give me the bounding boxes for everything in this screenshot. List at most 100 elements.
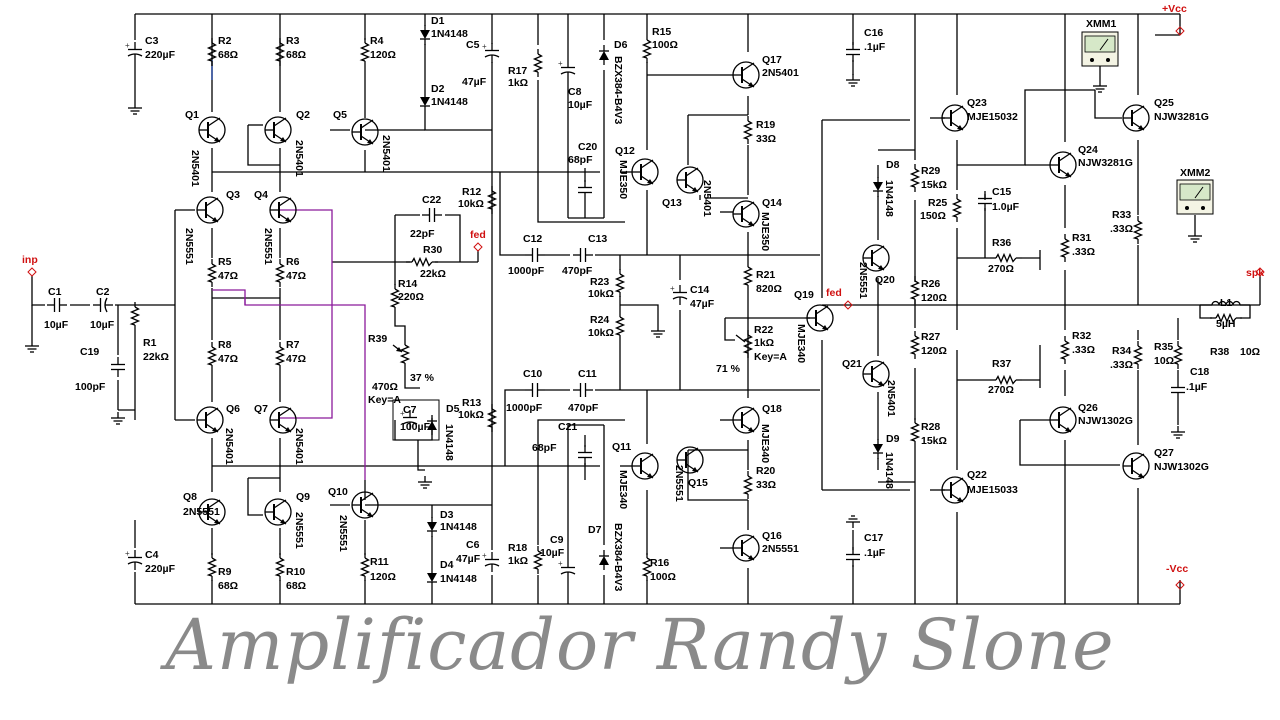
capacitor-C18[interactable] — [1170, 379, 1186, 401]
resistor-R1[interactable] — [130, 301, 140, 331]
capacitor-C16[interactable] — [845, 41, 861, 63]
resistor-R34[interactable] — [1133, 340, 1143, 370]
transistor-Q9[interactable] — [264, 498, 292, 526]
zener-D7[interactable] — [598, 549, 610, 571]
label-R29-value: 15kΩ — [921, 179, 947, 191]
transistor-Q6[interactable] — [196, 406, 224, 434]
resistor-R10[interactable] — [275, 552, 285, 582]
transistor-Q26[interactable] — [1049, 406, 1077, 434]
transistor-Q14[interactable] — [732, 200, 760, 228]
label-R17-name: R17 — [508, 65, 527, 77]
capacitor-C5[interactable] — [481, 41, 500, 64]
transistor-Q3[interactable] — [196, 196, 224, 224]
transistor-Q22[interactable] — [941, 476, 969, 504]
capacitor-C6[interactable] — [481, 550, 500, 573]
resistor-R2[interactable] — [207, 37, 217, 67]
transistor-Q25[interactable] — [1122, 104, 1150, 132]
diode-D9[interactable] — [872, 438, 884, 460]
transistor-Q23[interactable] — [941, 104, 969, 132]
resistor-R13[interactable] — [487, 403, 497, 433]
resistor-R28[interactable] — [910, 417, 920, 447]
capacitor-C2[interactable] — [92, 297, 114, 313]
potentiometer-R39[interactable] — [392, 339, 410, 369]
label-D2-part: 1N4148 — [431, 96, 468, 108]
resistor-R23[interactable] — [615, 268, 625, 298]
resistor-R5[interactable] — [207, 258, 217, 288]
capacitor-C13[interactable] — [572, 247, 594, 263]
resistor-R32[interactable] — [1060, 335, 1070, 365]
label-Q6-part: 2N5401 — [223, 428, 235, 465]
resistor-R7[interactable] — [275, 341, 285, 371]
resistor-R3[interactable] — [275, 37, 285, 67]
resistor-R4[interactable] — [360, 37, 370, 67]
resistor-R19[interactable] — [743, 115, 753, 145]
resistor-R26[interactable] — [910, 275, 920, 305]
transistor-Q27[interactable] — [1122, 452, 1150, 480]
capacitor-C1[interactable] — [46, 297, 68, 313]
capacitor-C3[interactable] — [124, 40, 143, 63]
capacitor-C20[interactable] — [577, 179, 593, 201]
transistor-Q13[interactable] — [676, 166, 704, 194]
transistor-Q7[interactable] — [269, 406, 297, 434]
diode-D3[interactable] — [426, 516, 438, 538]
potentiometer-R22[interactable] — [735, 329, 753, 359]
transistor-Q18[interactable] — [732, 406, 760, 434]
capacitor-C10[interactable] — [524, 382, 546, 398]
capacitor-C14[interactable] — [669, 283, 688, 306]
label-Q3-part: 2N5551 — [183, 228, 195, 265]
label-R33-value: .33Ω — [1110, 223, 1133, 235]
zener-D6[interactable] — [598, 44, 610, 66]
resistor-R17[interactable] — [533, 48, 543, 78]
resistor-R8[interactable] — [207, 341, 217, 371]
label-Q1-part: 2N5401 — [189, 150, 201, 187]
capacitor-C7[interactable] — [392, 399, 440, 441]
resistor-R15[interactable] — [642, 34, 652, 64]
diode-D2[interactable] — [419, 91, 431, 113]
capacitor-C12[interactable] — [524, 247, 546, 263]
capacitor-C19[interactable] — [110, 356, 126, 378]
resistor-R35[interactable] — [1173, 340, 1183, 370]
resistor-R21[interactable] — [743, 261, 753, 291]
resistor-R12[interactable] — [487, 185, 497, 215]
capacitor-C8[interactable] — [557, 58, 576, 81]
capacitor-C21[interactable] — [577, 444, 593, 466]
resistor-R29[interactable] — [910, 163, 920, 193]
transistor-Q2[interactable] — [264, 116, 292, 144]
transistor-Q24[interactable] — [1049, 151, 1077, 179]
inductor-L1[interactable] — [1200, 300, 1250, 306]
label-D6-part: BZX384-B4V3 — [612, 56, 624, 124]
label-R12-value: 10kΩ — [458, 198, 484, 210]
transistor-Q5[interactable] — [351, 118, 379, 146]
transistor-Q16[interactable] — [732, 534, 760, 562]
resistor-R11[interactable] — [360, 552, 370, 582]
resistor-R6[interactable] — [275, 258, 285, 288]
multimeter-XMM2[interactable] — [1176, 179, 1214, 215]
resistor-R36[interactable] — [989, 253, 1023, 263]
resistor-R9[interactable] — [207, 552, 217, 582]
resistor-R20[interactable] — [743, 470, 753, 500]
transistor-Q17[interactable] — [732, 61, 760, 89]
capacitor-C9[interactable] — [557, 558, 576, 581]
diode-D1[interactable] — [419, 24, 431, 46]
label-R1-name: R1 — [143, 337, 157, 349]
resistor-R27[interactable] — [910, 330, 920, 360]
resistor-R30[interactable] — [405, 257, 439, 267]
resistor-R24[interactable] — [615, 311, 625, 341]
resistor-R37[interactable] — [989, 375, 1023, 385]
multimeter-XMM1[interactable] — [1081, 31, 1119, 67]
resistor-R33[interactable] — [1133, 215, 1143, 245]
capacitor-C4[interactable] — [124, 548, 143, 571]
diode-D4[interactable] — [426, 567, 438, 589]
resistor-R31[interactable] — [1060, 233, 1070, 263]
transistor-Q12[interactable] — [631, 158, 659, 186]
transistor-Q11[interactable] — [631, 452, 659, 480]
transistor-Q1[interactable] — [198, 116, 226, 144]
capacitor-C17[interactable] — [845, 546, 861, 568]
transistor-Q19[interactable] — [806, 304, 834, 332]
capacitor-C22[interactable] — [421, 207, 443, 223]
capacitor-C15[interactable] — [977, 190, 993, 212]
label-R18-value: 1kΩ — [508, 555, 528, 567]
capacitor-C11[interactable] — [572, 382, 594, 398]
resistor-R25[interactable] — [952, 193, 962, 223]
diode-D8[interactable] — [872, 176, 884, 198]
